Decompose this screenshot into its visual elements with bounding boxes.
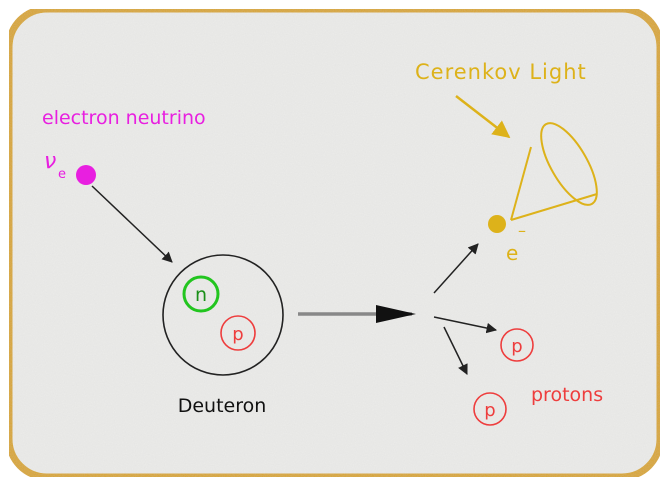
neutrino-subscript: e <box>58 167 66 182</box>
proton-arrow-2 <box>443 326 468 375</box>
cerenkov-label: Cerenkov Light <box>415 60 587 84</box>
electron-sign: – <box>518 221 526 240</box>
electron-particle <box>488 215 506 233</box>
proton-circle-2 <box>473 392 507 426</box>
neutrino-particle <box>76 165 96 185</box>
cerenkov-cone <box>510 122 598 221</box>
proton-label-1: p <box>511 336 522 357</box>
proton-label-2: p <box>484 400 495 421</box>
cerenkov-pointer <box>455 95 511 139</box>
neutrino-symbol: ν <box>44 149 56 174</box>
deuteron-circle <box>162 254 284 376</box>
neutrino-arrow <box>91 185 173 263</box>
proton-circle-inner <box>220 315 256 351</box>
protons-label: protons <box>531 384 603 406</box>
deuteron-label: Deuteron <box>178 395 267 417</box>
proton-label-inner: p <box>232 324 243 345</box>
proton-arrow-1 <box>433 316 498 334</box>
electron-label: e <box>506 241 518 265</box>
neutron-label: n <box>195 284 207 306</box>
proton-circle-1 <box>500 328 534 362</box>
reaction-arrow-head <box>376 305 416 323</box>
neutrino-label: electron neutrino <box>42 107 206 129</box>
electron-arrow <box>433 243 479 294</box>
neutron-circle <box>182 275 220 313</box>
